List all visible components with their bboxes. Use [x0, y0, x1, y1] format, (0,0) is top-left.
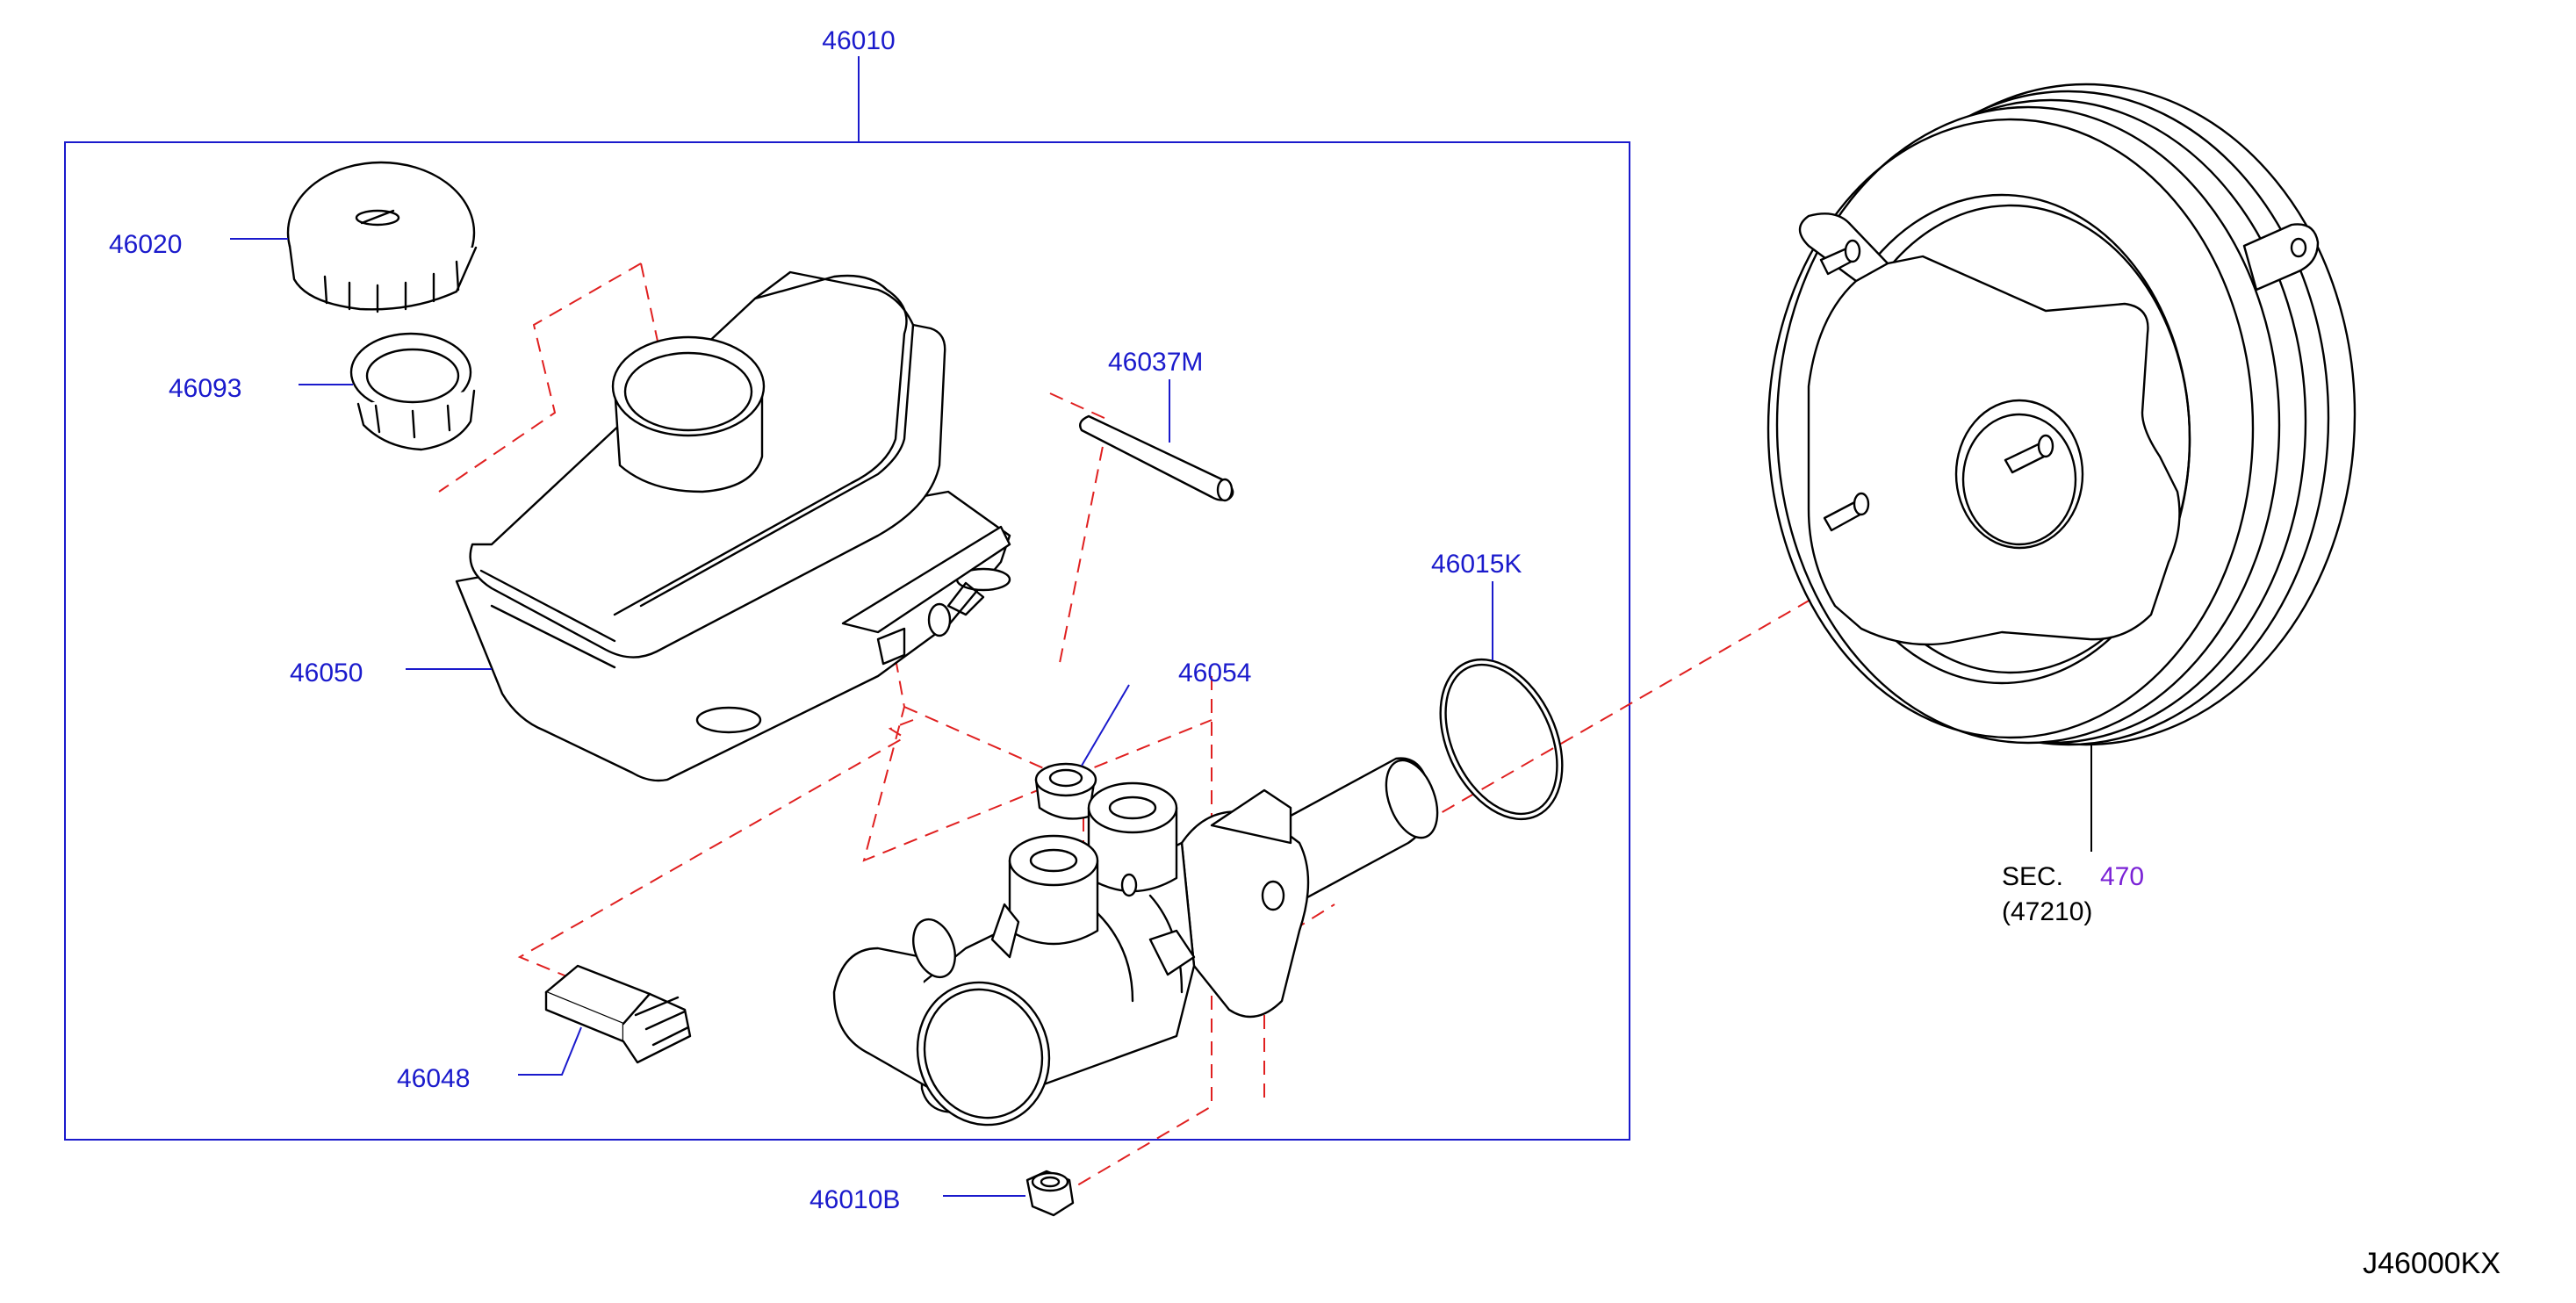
part-label-46048[interactable]: 46048 — [397, 1064, 470, 1093]
reservoir-retaining-pin[interactable] — [1079, 414, 1234, 502]
part-label-46010B[interactable]: 46010B — [809, 1185, 900, 1214]
part-label-46054[interactable]: 46054 — [1178, 659, 1251, 687]
assembly-frame — [64, 141, 1630, 1141]
booster-sec-prefix: SEC. — [2002, 862, 2063, 891]
master-cylinder-o-ring[interactable] — [1416, 640, 1587, 839]
diagram-reference-id: J46000KX — [2363, 1247, 2500, 1280]
leader-46048 — [518, 1026, 582, 1076]
leader-46054 — [1081, 684, 1130, 767]
booster-sub-ref: (47210) — [2002, 897, 2092, 926]
reservoir-grommet[interactable] — [1034, 762, 1097, 820]
reservoir-cap[interactable] — [286, 161, 478, 313]
fluid-level-switch[interactable] — [544, 964, 692, 1064]
part-label-46015K[interactable]: 46015K — [1431, 550, 1522, 579]
part-label-46093[interactable]: 46093 — [169, 374, 241, 403]
part-label-46050[interactable]: 46050 — [290, 659, 363, 687]
fluid-reservoir-tank[interactable] — [455, 270, 1011, 782]
reservoir-strainer[interactable] — [349, 332, 476, 451]
assembly-label-46010[interactable]: 46010 — [822, 26, 895, 55]
brake-booster — [1767, 83, 2357, 746]
part-label-46020[interactable]: 46020 — [109, 230, 182, 259]
master-cylinder-nut[interactable] — [1025, 1170, 1075, 1217]
part-label-46037M[interactable]: 46037M — [1108, 348, 1203, 377]
brake-master-cylinder — [832, 757, 1439, 1127]
booster-section-link[interactable]: 470 — [2100, 862, 2144, 891]
